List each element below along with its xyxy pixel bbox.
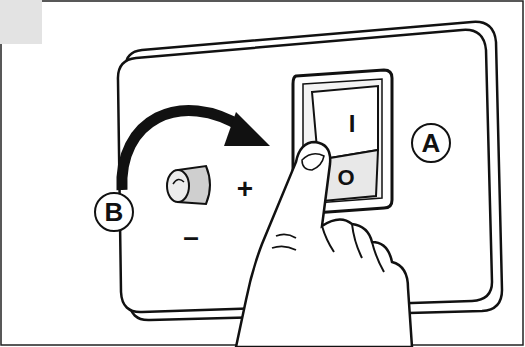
finger-lines: [322, 224, 384, 272]
dial-sign: +: [237, 175, 253, 203]
tab: [0, 0, 42, 44]
switch-symbol: I: [349, 112, 356, 136]
callout-text: A: [422, 130, 441, 156]
knob-mark: [173, 179, 184, 184]
fingernail: [302, 154, 324, 170]
knuckle-lines: [272, 234, 296, 250]
switch-symbol: O: [337, 167, 354, 189]
rotation-arrow: [122, 111, 244, 190]
callout-text: B: [105, 199, 124, 225]
hand: [236, 142, 412, 347]
callout-letter: B: [94, 192, 134, 232]
knob-face: [167, 170, 189, 202]
dial-sign: –: [183, 223, 199, 251]
arrow-head: [224, 112, 270, 146]
callout-letter: A: [411, 123, 451, 163]
